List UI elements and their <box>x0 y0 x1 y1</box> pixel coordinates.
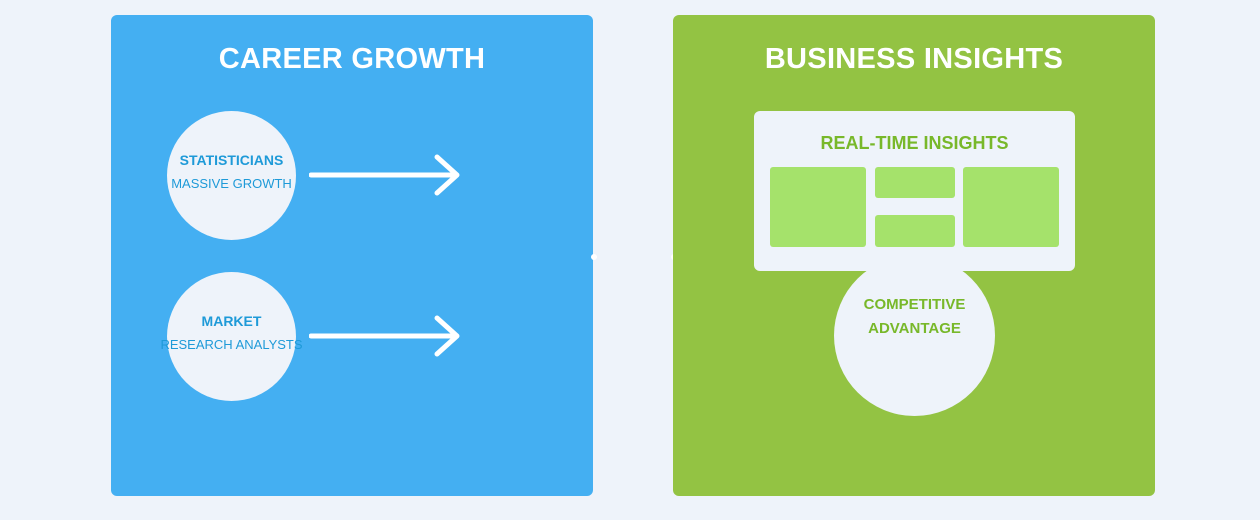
dashboard-tile <box>770 167 866 247</box>
connector-start-dot <box>591 254 597 260</box>
arrow-right-icon <box>309 315 460 357</box>
dashboard-tile <box>875 215 955 247</box>
competitive-advantage-circle: COMPETITIVE ADVANTAGE <box>834 255 995 416</box>
dashboard-tile <box>875 167 955 198</box>
role-label: STATISTICIANS <box>179 152 284 168</box>
career-growth-panel: CAREER GROWTH STATISTICIANS MASSIVE GROW… <box>111 15 593 496</box>
growth-label: MASSIVE GROWTH <box>171 176 292 191</box>
real-time-insights-card: REAL-TIME INSIGHTS <box>754 111 1075 271</box>
advantage-label: COMPETITIVE ADVANTAGE <box>863 295 966 337</box>
market-research-circle: MARKET RESEARCH ANALYSTS <box>160 272 303 401</box>
card-title: REAL-TIME INSIGHTS <box>820 133 1009 153</box>
arrow-right-icon <box>309 154 460 196</box>
dashboard-tile <box>963 167 1059 247</box>
statisticians-circle: STATISTICIANS MASSIVE GROWTH <box>167 111 296 240</box>
role-label: MARKET <box>201 313 262 329</box>
connector-line <box>591 254 677 260</box>
business-insights-title: BUSINESS INSIGHTS <box>764 43 1064 75</box>
career-growth-title: CAREER GROWTH <box>218 43 486 75</box>
business-insights-panel: BUSINESS INSIGHTS REAL-TIME INSIGHTS COM… <box>673 15 1155 496</box>
growth-label: RESEARCH ANALYSTS <box>160 337 303 352</box>
